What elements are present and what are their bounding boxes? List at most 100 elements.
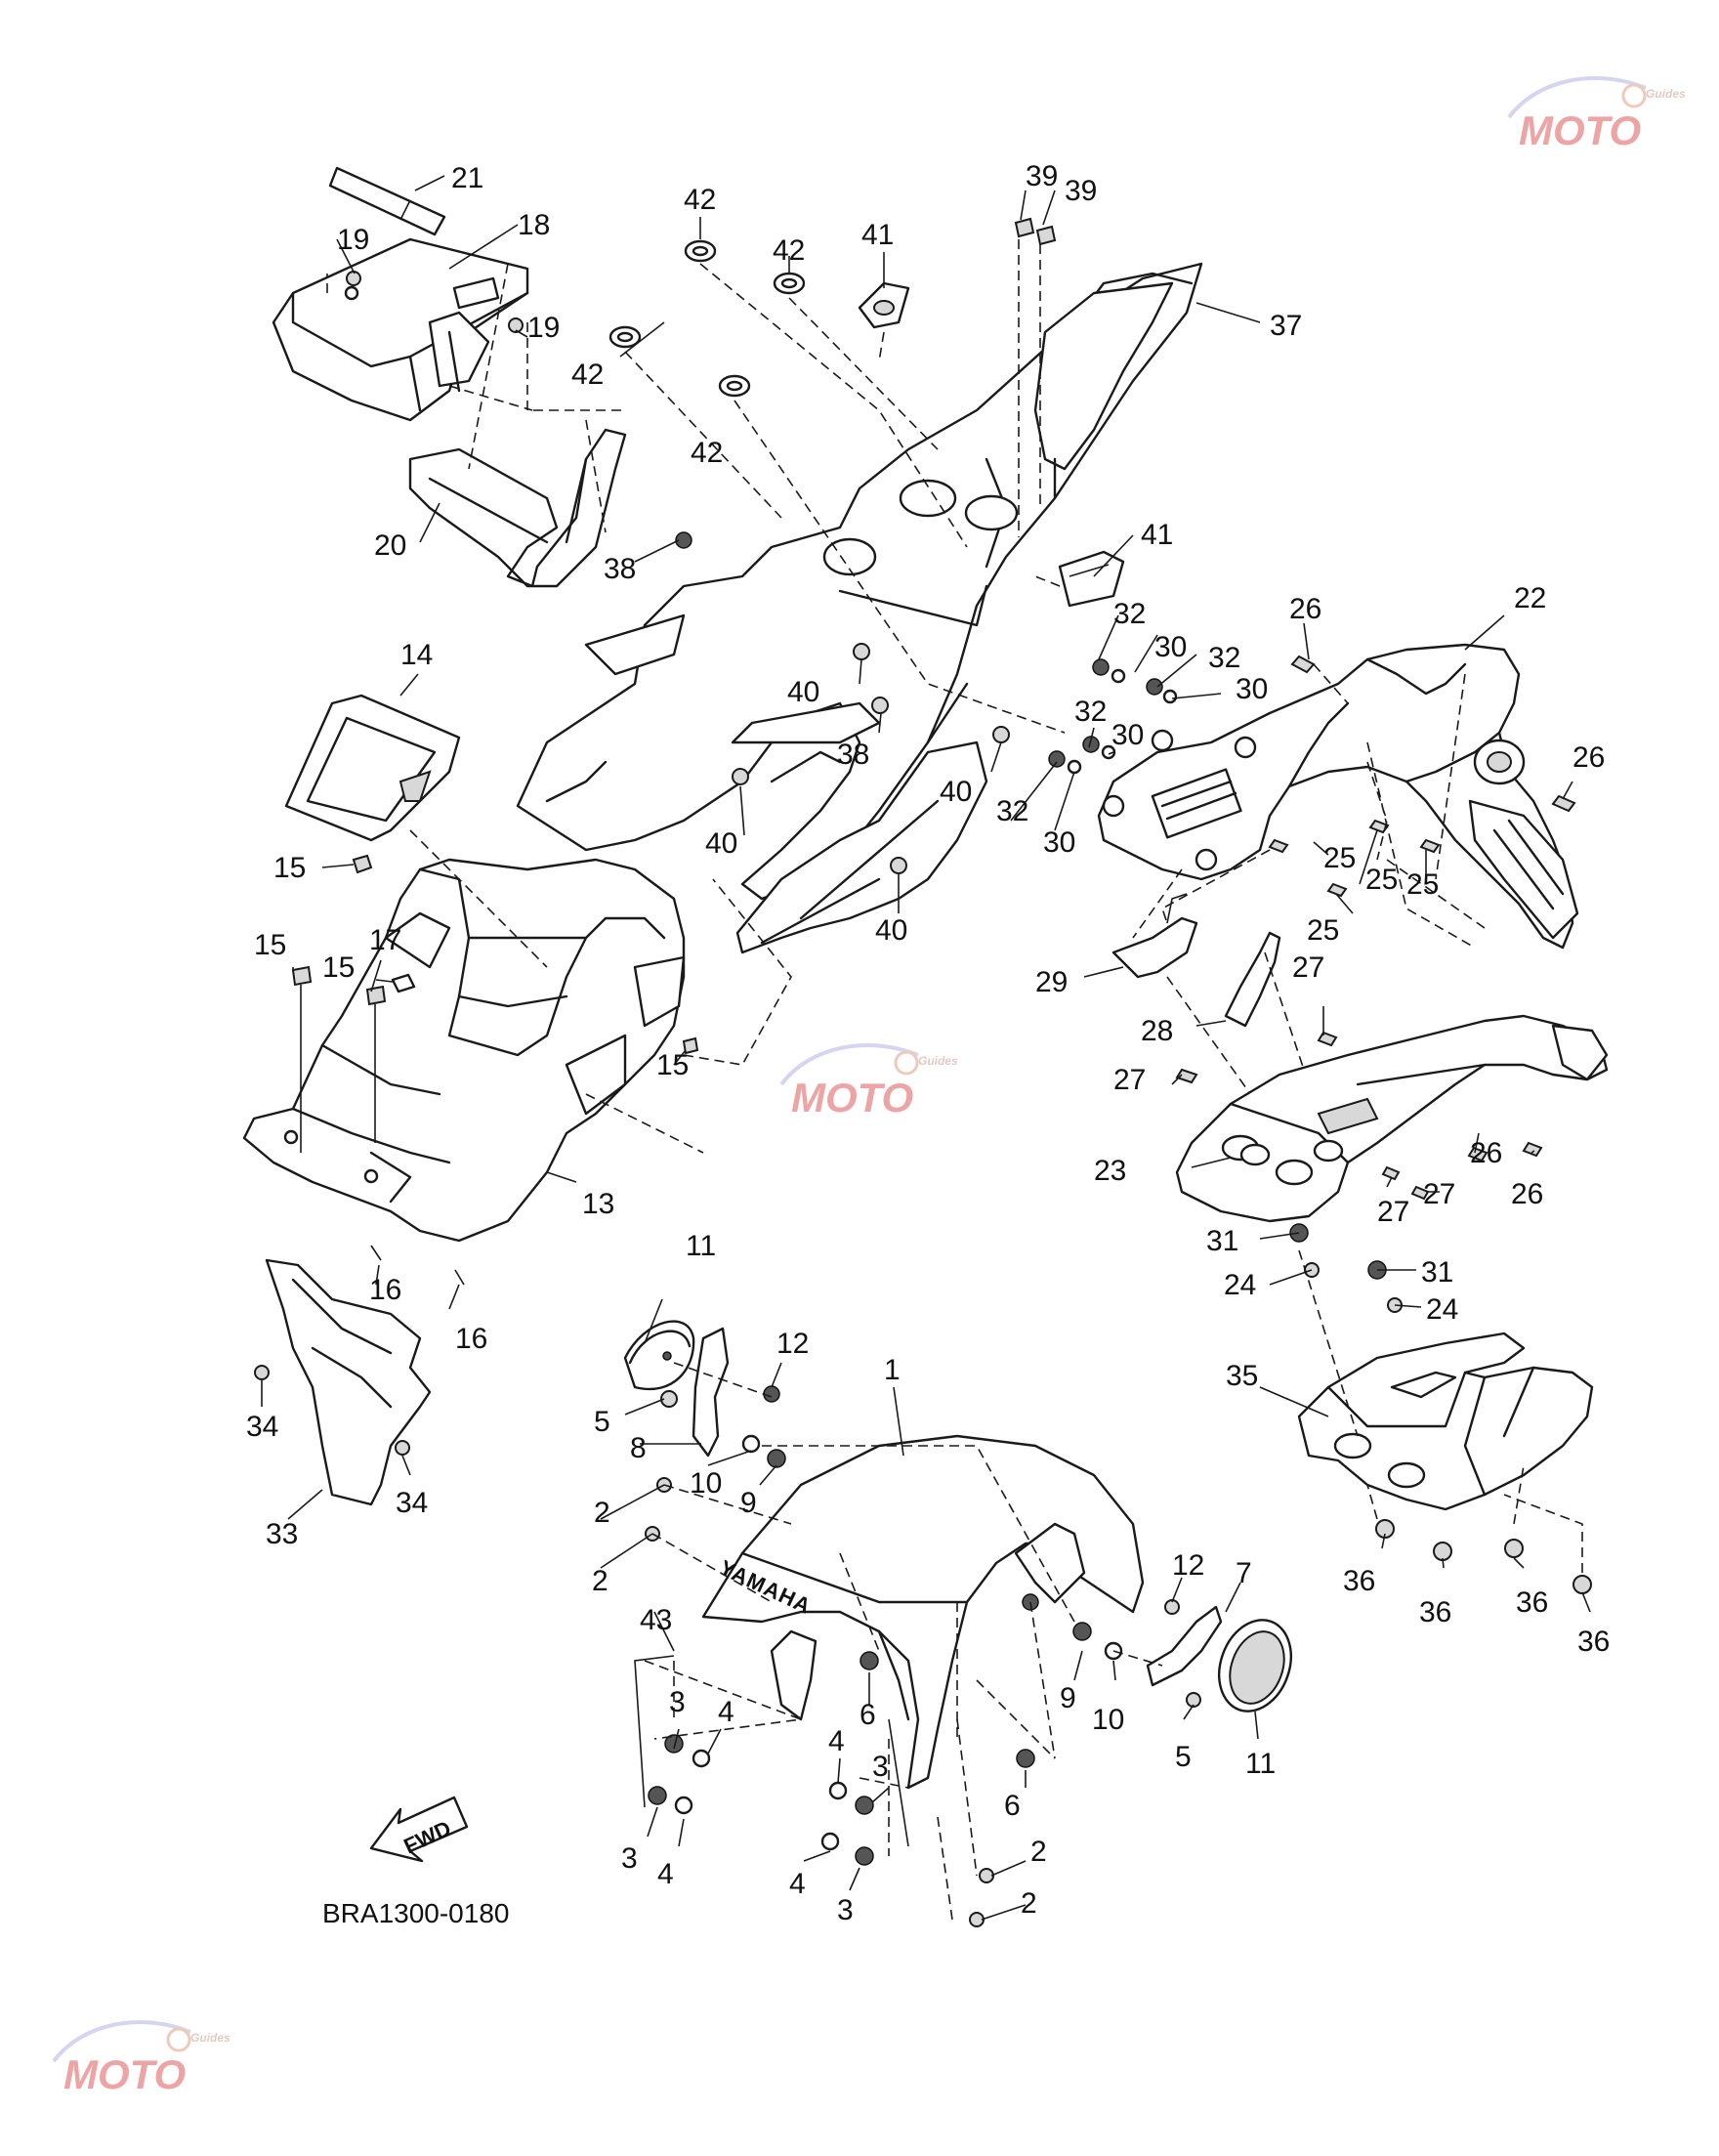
callout-32: 32 [1113, 598, 1146, 630]
callout-4: 4 [828, 1725, 845, 1757]
callout-25: 25 [1365, 864, 1398, 896]
callout-34: 34 [396, 1487, 428, 1519]
callout-22: 22 [1514, 582, 1546, 614]
callout-32: 32 [996, 795, 1028, 827]
callout-33: 33 [266, 1518, 298, 1550]
callout-6: 6 [1004, 1790, 1021, 1822]
part-battery-holder-20 [408, 428, 627, 588]
callout-12: 12 [776, 1328, 809, 1360]
callout-28: 28 [1141, 1015, 1173, 1047]
callout-2: 2 [1021, 1887, 1037, 1920]
callout-15: 15 [656, 1049, 689, 1081]
callout-40: 40 [787, 676, 819, 708]
washers-30-32 [1048, 658, 1178, 775]
callout-24: 24 [1224, 1269, 1256, 1301]
part-reflector-11-right [1218, 1619, 1292, 1712]
callout-20: 20 [374, 529, 406, 562]
dashed-leaders-license [1298, 1249, 1583, 1573]
watermark-logo-top: MOTO Guides [1507, 76, 1686, 153]
part-bracket-29 [1111, 893, 1198, 979]
seal-41-right [1058, 550, 1125, 608]
callout-30: 30 [1043, 826, 1075, 859]
fasteners-38-40 [675, 531, 1010, 874]
part-battery-band-21 [328, 166, 446, 236]
callout-17: 17 [369, 924, 401, 956]
part-rear-frame-cover-37 [516, 262, 1203, 901]
callout-30: 30 [1154, 631, 1187, 663]
watermark-text: MOTO [791, 1075, 913, 1120]
callout-25: 25 [1307, 914, 1339, 947]
watermark-logo-bottom: MOTO Guides [52, 2020, 231, 2097]
callout-42: 42 [571, 359, 604, 391]
part-reflector-bracket-8 [692, 1327, 730, 1458]
callout-3: 3 [669, 1686, 686, 1718]
watermark-text: MOTO [1519, 107, 1641, 153]
callout-38: 38 [604, 553, 636, 585]
callout-9: 9 [1060, 1682, 1076, 1714]
callout-41: 41 [861, 219, 894, 251]
part-battery-box-18 [272, 237, 529, 422]
callout-37: 37 [1270, 310, 1302, 342]
callout-2: 2 [592, 1565, 608, 1597]
callout-42: 42 [773, 234, 805, 267]
fwd-arrow: FWD [369, 1796, 469, 1863]
watermark-subtext: Guides [190, 2031, 231, 2045]
callout-3: 3 [621, 1842, 638, 1875]
callout-5: 5 [594, 1406, 610, 1438]
callout-7: 7 [1236, 1557, 1252, 1589]
callout-26: 26 [1289, 593, 1321, 625]
callout-4: 4 [718, 1696, 734, 1728]
callout-42: 42 [691, 437, 723, 469]
part-front-fender-1: YAMAHA [701, 1434, 1145, 1790]
callout-4: 4 [789, 1868, 806, 1900]
callout-leaders [261, 175, 1591, 1921]
callout-26: 26 [1572, 741, 1605, 774]
fender-fasteners [645, 1385, 1201, 1927]
callout-19: 19 [527, 312, 560, 344]
callout-6: 6 [860, 1699, 876, 1731]
callout-32: 32 [1208, 642, 1240, 674]
diagram-code: BRA1300-0180 [322, 1898, 509, 1928]
callout-25: 25 [1406, 868, 1439, 901]
callout-36: 36 [1577, 1626, 1610, 1658]
callout-25: 25 [1323, 842, 1356, 874]
seal-41-top [858, 281, 910, 329]
callout-41: 41 [1141, 519, 1173, 551]
screws-25-26 [1268, 655, 1576, 898]
callout-30: 30 [1236, 673, 1268, 705]
callout-32: 32 [1074, 696, 1107, 728]
callout-19: 19 [337, 224, 369, 256]
callout-36: 36 [1516, 1586, 1548, 1619]
watermark-logo-center: MOTO Guides [779, 1043, 958, 1120]
callout-2: 2 [1030, 1836, 1047, 1868]
callout-9: 9 [740, 1487, 757, 1519]
callout-34: 34 [246, 1411, 278, 1443]
callout-24: 24 [1426, 1293, 1458, 1326]
bolts-36 [1375, 1519, 1592, 1594]
part-grab-bar-22 [1097, 643, 1579, 950]
callout-12: 12 [1172, 1549, 1204, 1582]
callout-36: 36 [1343, 1565, 1375, 1597]
callout-27: 27 [1292, 951, 1324, 984]
callout-36: 36 [1419, 1596, 1451, 1628]
callout-5: 5 [1175, 1741, 1192, 1773]
grommets-42 [608, 239, 806, 398]
callout-1: 1 [884, 1354, 901, 1386]
callout-10: 10 [690, 1467, 722, 1500]
watermark-text: MOTO [63, 2051, 186, 2097]
label-17 [391, 973, 416, 993]
callout-27: 27 [1423, 1178, 1455, 1210]
dashed-leaders-seat [624, 239, 1066, 734]
callout-40: 40 [940, 776, 972, 808]
callout-26: 26 [1511, 1178, 1543, 1210]
leader-lines-14-15 [300, 829, 792, 1154]
callout-13: 13 [582, 1188, 614, 1220]
part-mud-flap-33 [254, 1258, 432, 1506]
dashed-leaders-battery [326, 263, 625, 533]
callout-35: 35 [1226, 1360, 1258, 1392]
callout-29: 29 [1035, 966, 1068, 998]
watermark-subtext: Guides [918, 1054, 958, 1068]
callout-8: 8 [630, 1432, 647, 1464]
part-reflector-11-left [623, 1320, 695, 1390]
